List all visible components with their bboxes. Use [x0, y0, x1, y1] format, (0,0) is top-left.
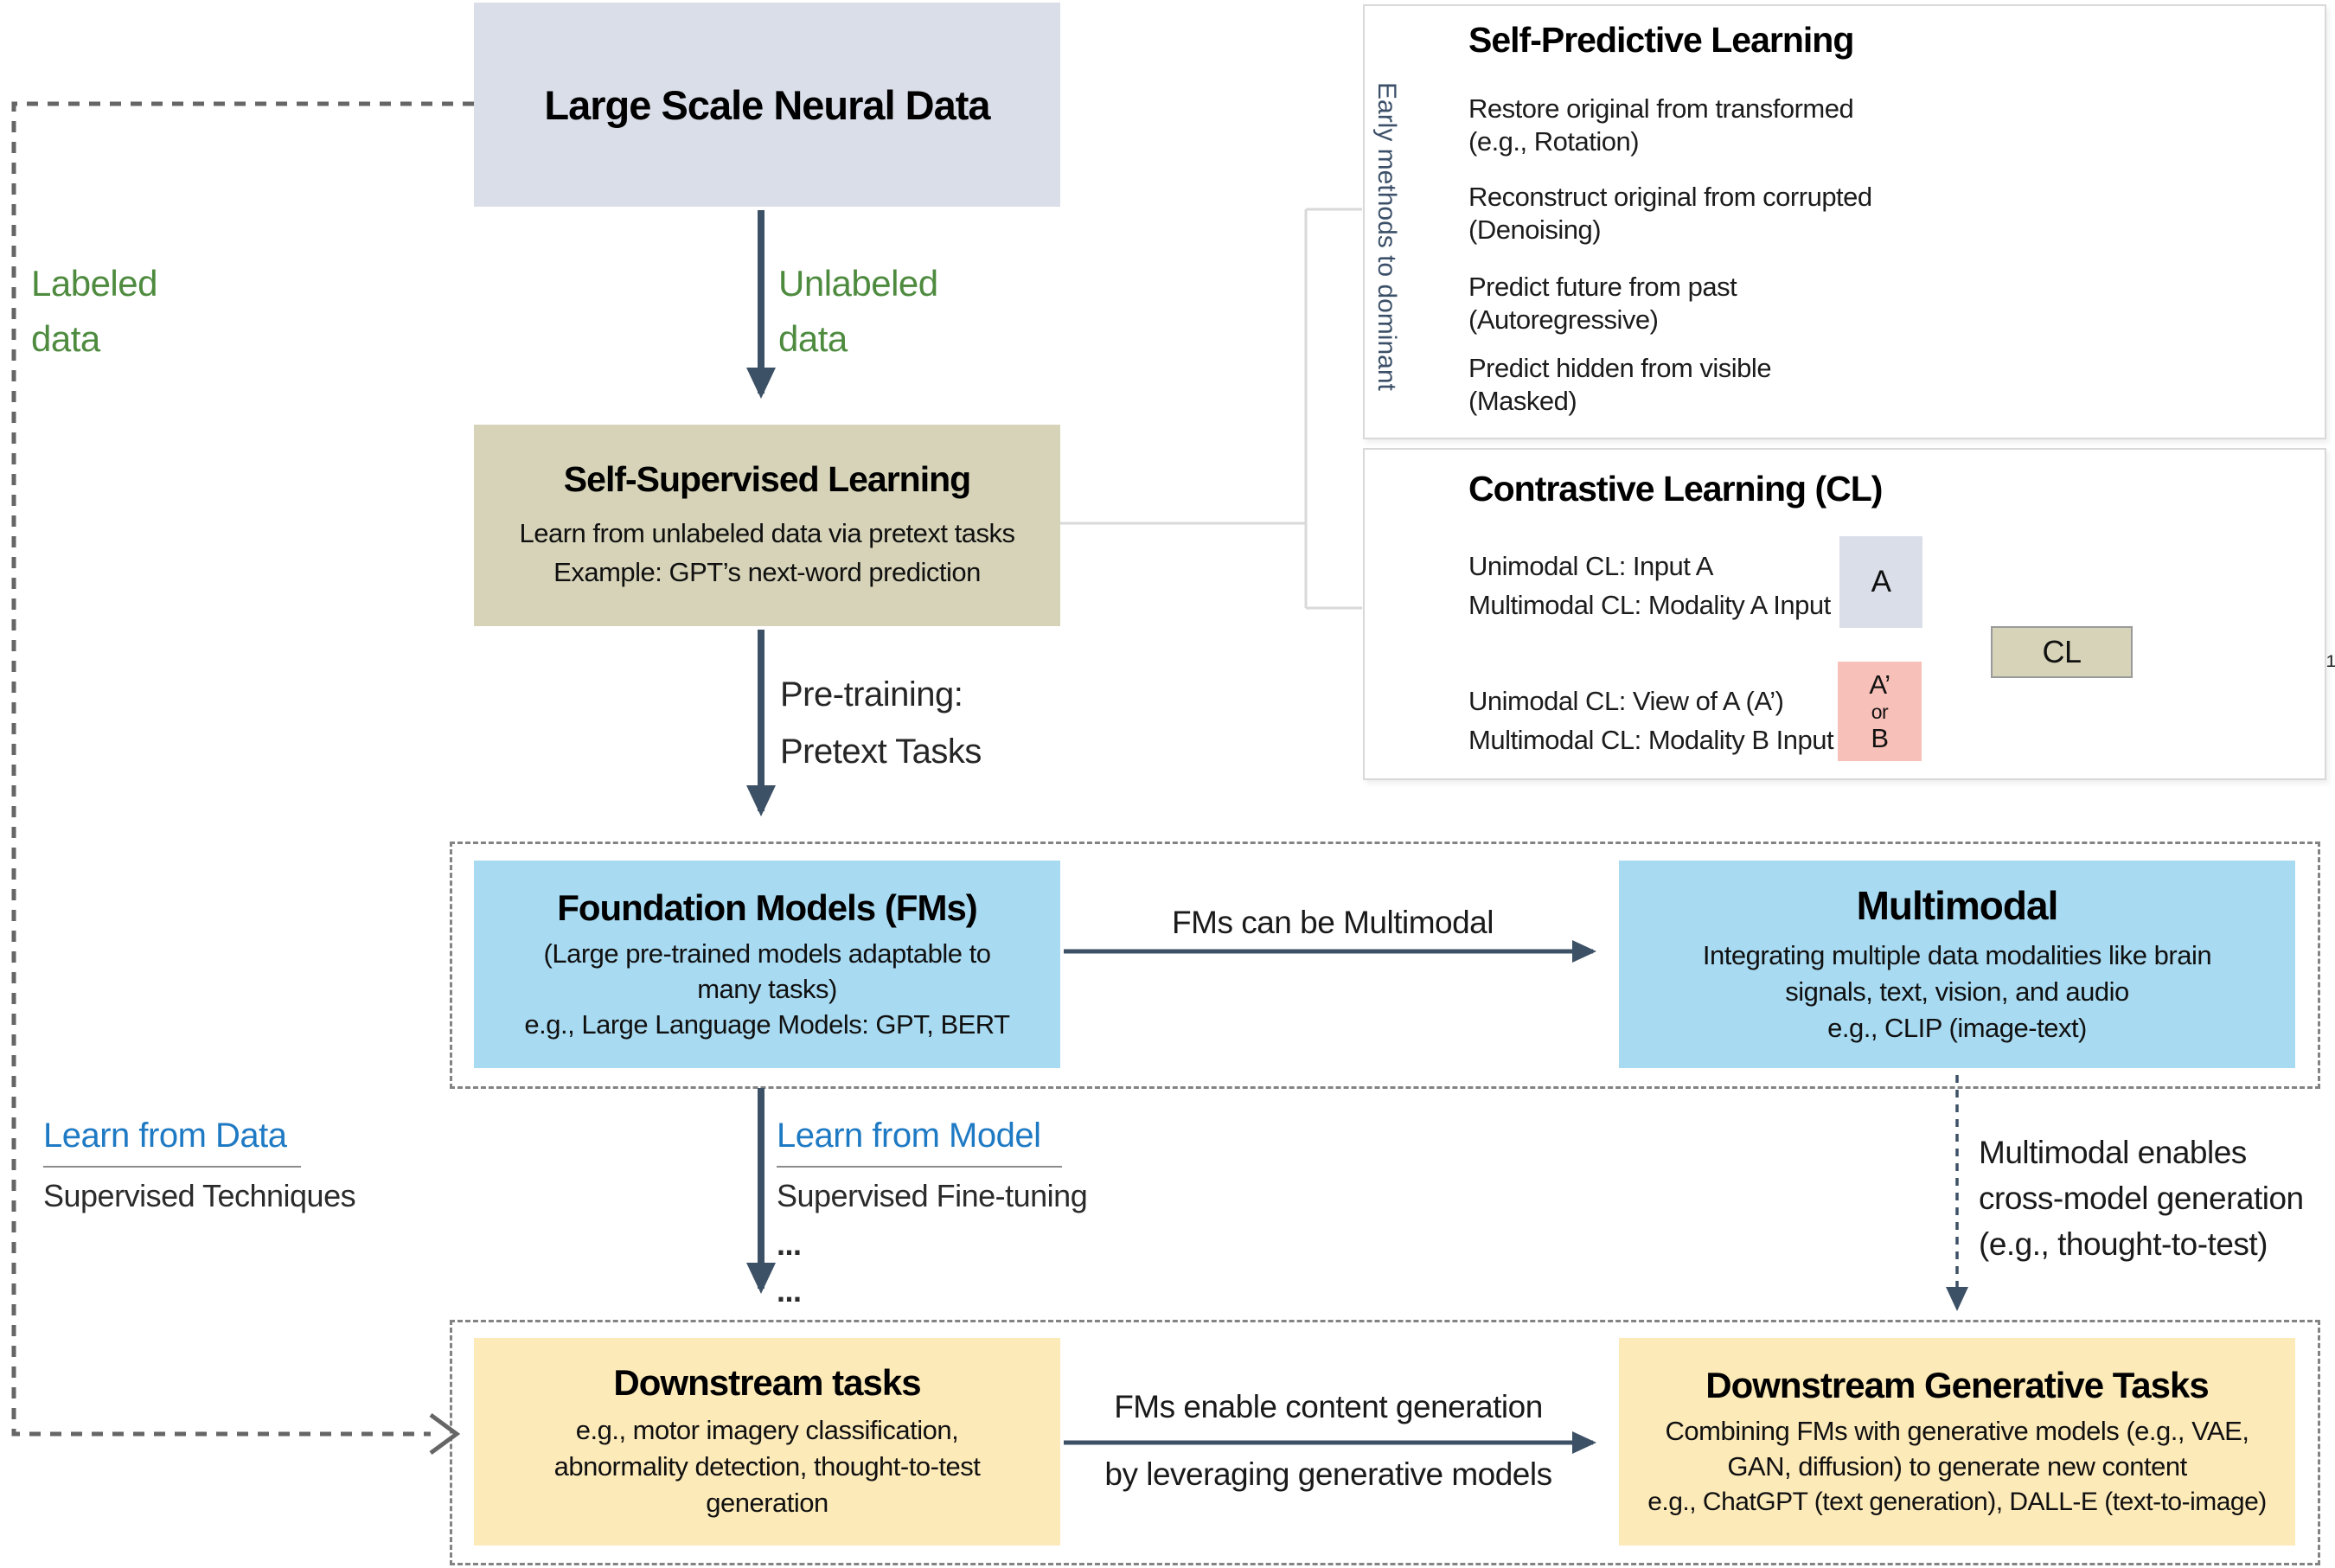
node-large-scale-neural-data: Large Scale Neural Data	[474, 3, 1060, 207]
node-multimodal: Multimodal Integrating multiple data mod…	[1619, 861, 2295, 1068]
node-title: Self-Supervised Learning	[563, 459, 971, 499]
node-title: Large Scale Neural Data	[544, 81, 990, 128]
spl-item-autoregressive: Predict future from past (Autoregressive…	[1468, 271, 1737, 336]
divider-line	[43, 1166, 301, 1168]
label-line: (e.g., thought-to-test)	[1979, 1226, 2268, 1262]
ssl-panels-bracket	[1060, 208, 1362, 610]
fms-can-be-multimodal-label: FMs can be Multimodal	[1172, 905, 1494, 940]
cl-text-line: Unimodal CL: View of A (A’)	[1468, 686, 1784, 716]
label-line: data	[778, 318, 848, 359]
node-body-line: e.g., Large Language Models: GPT, BERT	[524, 1008, 1010, 1040]
cl-encoder-box: CL	[1991, 626, 2133, 678]
node-body-line: e.g., motor imagery classification, abno…	[553, 1415, 981, 1518]
leveraging-generative-models-label: by leveraging generative models	[1104, 1456, 1552, 1492]
spl-item-line: (Denoising)	[1468, 214, 1602, 245]
cl-encoder-label: CL	[2042, 634, 2082, 669]
pretraining-label: Pre-training: Pretext Tasks	[780, 666, 982, 780]
input-a-label: A	[1871, 565, 1891, 598]
multimodal-enables-label: Multimodal enables cross-model generatio…	[1979, 1130, 2304, 1267]
learn-from-data-title: Learn from Data	[43, 1117, 287, 1155]
label-line: Pretext Tasks	[780, 733, 982, 771]
label-line: data	[31, 318, 100, 359]
spl-item-line: Restore original from transformed	[1468, 93, 1854, 124]
node-foundation-models: Foundation Models (FMs) (Large pre-train…	[474, 861, 1060, 1068]
node-body-line: Learn from unlabeled data via pretext ta…	[519, 518, 1015, 548]
node-title: Multimodal	[1856, 883, 2059, 928]
ellipsis: ...	[777, 1226, 802, 1262]
learn-from-model-title: Learn from Model	[777, 1117, 1041, 1155]
node-body-line: Combining FMs with generative models (e.…	[1665, 1415, 2249, 1482]
cl-row1-text: Unimodal CL: Input A Multimodal CL: Moda…	[1468, 547, 1831, 624]
node-self-supervised-learning: Self-Supervised Learning Learn from unla…	[474, 425, 1060, 626]
ellipsis: ...	[777, 1273, 802, 1309]
panel-title: Contrastive Learning (CL)	[1468, 469, 1883, 509]
input-b-line: or	[1871, 700, 1889, 723]
node-downstream-generative-tasks: Downstream Generative Tasks Combining FM…	[1619, 1338, 2295, 1546]
node-body-line: Example: GPT’s next-word prediction	[553, 557, 981, 587]
learn-from-model-block: Learn from Model Supervised Fine-tuning …	[777, 1117, 1088, 1309]
label-line: Unlabeled	[778, 263, 938, 304]
spl-item-masked: Predict hidden from visible (Masked)	[1468, 352, 1772, 418]
unlabeled-data-label: Unlabeled data	[778, 256, 938, 367]
input-b-line: B	[1871, 722, 1889, 753]
label-line: Multimodal enables	[1979, 1135, 2247, 1170]
label-line: Labeled	[31, 263, 157, 304]
node-title: Downstream tasks	[613, 1362, 921, 1403]
cl-row2-text: Unimodal CL: View of A (A’) Multimodal C…	[1468, 682, 1834, 759]
spl-item-line: (e.g., Rotation)	[1468, 126, 1640, 157]
node-downstream-tasks: Downstream tasks e.g., motor imagery cla…	[474, 1338, 1060, 1546]
labeled-data-label: Labeled data	[31, 256, 157, 367]
early-methods-vertical-label: Early methods to dominant	[1372, 82, 1401, 391]
spl-item-line: (Autoregressive)	[1468, 304, 1659, 335]
input-a-box: A	[1839, 536, 1922, 628]
cl-text-line: Multimodal CL: Modality B Input	[1468, 725, 1834, 755]
spl-item-line: (Masked)	[1468, 386, 1577, 416]
label-line: cross-model generation	[1979, 1181, 2304, 1216]
learn-from-data-block: Learn from Data Supervised Techniques	[43, 1117, 356, 1214]
fms-enable-generation-label: FMs enable content generation	[1114, 1389, 1543, 1424]
node-body-line: e.g., ChatGPT (text generation), DALL-E …	[1647, 1487, 2267, 1516]
panel-contrastive-learning: Contrastive Learning (CL) Unimodal CL: I…	[1363, 448, 2326, 780]
spl-item-line: Predict hidden from visible	[1468, 353, 1772, 383]
node-title: Downstream Generative Tasks	[1705, 1364, 2209, 1405]
learn-from-model-sub: Supervised Fine-tuning	[777, 1178, 1088, 1213]
node-body-line: e.g., CLIP (image-text)	[1827, 1013, 2087, 1043]
cl-text-line: Multimodal CL: Modality A Input	[1468, 590, 1831, 620]
panel-title: Self-Predictive Learning	[1468, 20, 1854, 60]
learn-from-data-sub: Supervised Techniques	[43, 1178, 356, 1213]
cl-text-line: Unimodal CL: Input A	[1468, 551, 1713, 581]
label-line: Pre-training:	[780, 675, 963, 714]
node-body-line: (Large pre-trained models adaptable to m…	[543, 938, 991, 1004]
divider-line	[777, 1166, 1062, 1168]
spl-item-denoising: Reconstruct original from corrupted (Den…	[1468, 181, 1872, 246]
node-body-line: Integrating multiple data modalities lik…	[1702, 940, 2212, 1007]
spl-item-line: Predict future from past	[1468, 272, 1737, 302]
input-b-line: A’	[1869, 669, 1890, 700]
spl-item-line: Reconstruct original from corrupted	[1468, 182, 1872, 212]
panel-self-predictive-learning: Self-Predictive Learning Early methods t…	[1363, 4, 2326, 439]
node-title: Foundation Models (FMs)	[557, 886, 978, 928]
input-b-box: A’ or B	[1838, 662, 1922, 761]
spl-item-rotation: Restore original from transformed (e.g.,…	[1468, 93, 1854, 158]
